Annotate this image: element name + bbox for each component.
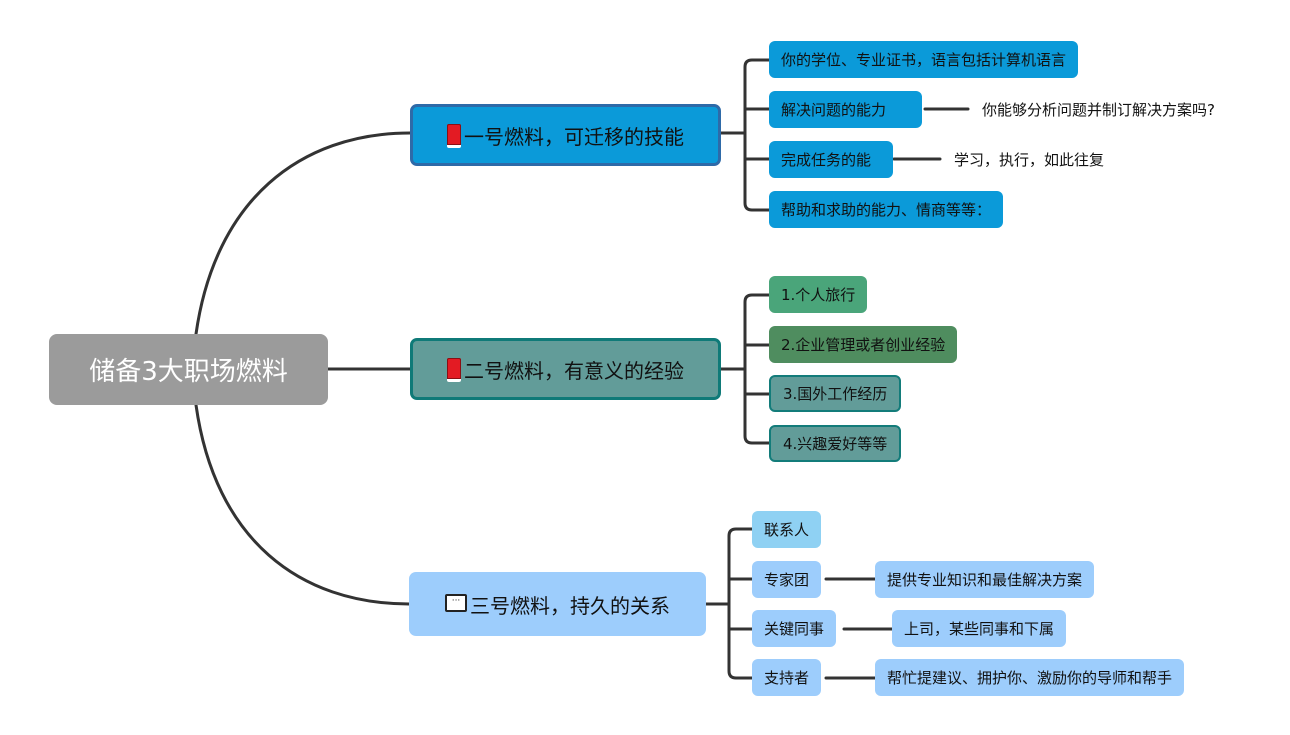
relation-experts[interactable]: 专家团: [752, 561, 822, 598]
topic-label: 支持者: [764, 669, 810, 687]
topic-label: 上司，某些同事和下属: [904, 620, 1055, 638]
topic-label: 联系人: [764, 521, 810, 539]
relation-supporters-detail[interactable]: 帮忙提建议、拥护你、激励你的导师和帮手: [875, 659, 1185, 696]
experience-travel[interactable]: 1.个人旅行: [769, 276, 868, 313]
experience-overseas[interactable]: 3.国外工作经历: [769, 375, 902, 412]
topic-label: 完成任务的能: [781, 151, 872, 169]
topic-label: 关键同事: [764, 620, 825, 638]
branch-transferable-skills[interactable]: 一号燃料，可迁移的技能: [410, 104, 721, 166]
link-b3-bracket: [727, 527, 754, 680]
topic-label: 你的学位、专业证书，语言包括计算机语言: [781, 51, 1067, 69]
chat-icon: ···: [445, 594, 467, 612]
note-problem-solving: 你能够分析问题并制订解决方案吗?: [982, 101, 1215, 119]
branch-meaningful-experience[interactable]: 二号燃料，有意义的经验: [410, 338, 721, 400]
topic-label: 提供专业知识和最佳解决方案: [887, 571, 1083, 589]
relation-contacts[interactable]: 联系人: [752, 511, 822, 548]
link-root-branch3: [194, 403, 411, 606]
root-node[interactable]: 储备3大职场燃料: [49, 334, 328, 405]
topic-label: 解决问题的能力: [781, 101, 887, 119]
topic-label: 4.兴趣爱好等等: [783, 435, 888, 453]
branch-label: 二号燃料，有意义的经验: [464, 358, 684, 383]
topic-label: 1.个人旅行: [781, 286, 856, 304]
branch-label: 一号燃料，可迁移的技能: [464, 124, 684, 149]
relation-key-colleagues-detail[interactable]: 上司，某些同事和下属: [892, 610, 1067, 647]
branch-label: 三号燃料，持久的关系: [470, 593, 670, 618]
topic-label: 帮助和求助的能力、情商等等：: [781, 201, 992, 219]
note-task-completion: 学习，执行，如此往复: [954, 151, 1105, 169]
skill-degree-certificates[interactable]: 你的学位、专业证书，语言包括计算机语言: [769, 41, 1079, 78]
relation-key-colleagues[interactable]: 关键同事: [752, 610, 837, 647]
root-label: 储备3大职场燃料: [89, 357, 288, 387]
link-root-branch1: [194, 131, 412, 336]
experience-hobbies[interactable]: 4.兴趣爱好等等: [769, 425, 902, 462]
relation-supporters[interactable]: 支持者: [752, 659, 822, 696]
topic-label: 2.企业管理或者创业经验: [781, 336, 946, 354]
branch-lasting-relationships[interactable]: ··· 三号燃料，持久的关系: [409, 572, 706, 636]
link-b2-bracket: [743, 293, 771, 445]
relation-experts-detail[interactable]: 提供专业知识和最佳解决方案: [875, 561, 1095, 598]
skill-task-completion[interactable]: 完成任务的能: [769, 141, 893, 178]
skill-problem-solving[interactable]: 解决问题的能力: [769, 91, 922, 128]
book-icon: [447, 124, 461, 148]
book-icon: [447, 358, 461, 382]
experience-management[interactable]: 2.企业管理或者创业经验: [769, 326, 958, 363]
topic-label: 帮忙提建议、拥护你、激励你的导师和帮手: [887, 669, 1173, 687]
topic-label: 3.国外工作经历: [783, 385, 888, 403]
topic-label: 专家团: [764, 571, 810, 589]
skill-help-eq[interactable]: 帮助和求助的能力、情商等等：: [769, 191, 1004, 228]
link-b1-bracket: [743, 58, 771, 212]
